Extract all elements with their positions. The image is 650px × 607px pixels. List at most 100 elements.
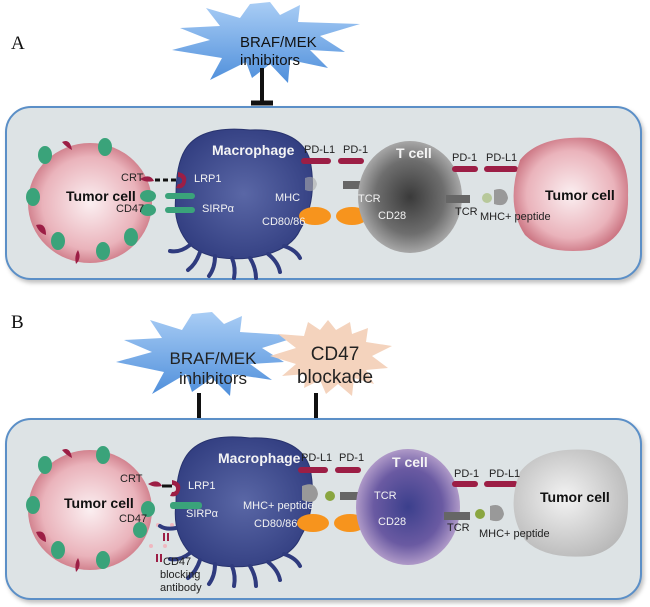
cd47-antibody-label-line2: blocking <box>160 569 201 581</box>
cd47-receptor <box>96 551 110 569</box>
crt-receptor <box>75 250 80 264</box>
crt-receptor <box>62 449 72 458</box>
crt-label-a: CRT <box>121 172 144 184</box>
cd47-receptor <box>38 456 52 474</box>
sirpa-label-a: SIRPα <box>202 203 235 215</box>
crt-label-b: CRT <box>120 473 143 485</box>
cd47-blockade-burst-b <box>270 320 392 396</box>
mhc-right-b <box>490 505 504 522</box>
cd47-antibody <box>156 554 158 562</box>
peptide-a <box>482 193 492 203</box>
panel-a-cells <box>26 128 629 280</box>
cd80-86-left-a <box>299 207 331 225</box>
cd80-86-label-a: CD80/86 <box>262 216 306 228</box>
cd28-label-b: CD28 <box>378 516 407 528</box>
cd47-receptor <box>140 204 156 216</box>
cd47-receptor <box>141 501 155 517</box>
macrophage-b <box>174 436 313 568</box>
tcr-right-label-a: TCR <box>455 206 478 218</box>
drug-label-a-line1: BRAF/MEK <box>240 34 317 51</box>
pd1-left-label-a: PD-1 <box>343 144 369 156</box>
cd28-label-a: CD28 <box>378 210 407 222</box>
cd47-receptor <box>140 190 156 202</box>
pd1-right-label-a: PD-1 <box>452 152 478 164</box>
macrophage-label-a: Macrophage <box>212 142 295 158</box>
macrophage-label-b: Macrophage <box>218 450 301 466</box>
cd47-label-b: CD47 <box>119 513 148 525</box>
tcr-right-label-b: TCR <box>447 522 470 534</box>
pd1-right-label-b: PD-1 <box>454 468 480 480</box>
pdl1-right-label-b: PD-L1 <box>489 468 521 480</box>
pdl1-right-b <box>484 481 518 487</box>
mhc-left-b <box>302 484 318 502</box>
drug-label-b1-line1: BRAF/MEK <box>169 349 257 368</box>
drug-label-b1-line2: inhibitors <box>178 369 248 388</box>
t-cell-label-b: T cell <box>392 454 428 470</box>
tumor-cell-right-label-a: Tumor cell <box>545 187 615 203</box>
tcr-left-label-a: TCR <box>358 193 381 205</box>
peptide-right-b <box>475 509 485 519</box>
cd47-receptor <box>96 242 110 260</box>
pdl1-right-a <box>484 166 518 172</box>
t-cell-a <box>358 141 462 253</box>
drug-label-b2-line2: blockade <box>296 367 374 388</box>
cd47-receptor <box>26 188 40 206</box>
tumor-cell-right-label-b: Tumor cell <box>540 489 610 505</box>
tumor-cell-right-a <box>513 137 629 251</box>
pdl1-left-a <box>301 158 331 164</box>
cd47-antibody <box>163 533 165 541</box>
crt-receptor <box>140 176 154 182</box>
pdl1-left-label-b: PD-L1 <box>301 452 333 464</box>
drug-label-a-line2: inhibitors <box>240 52 301 69</box>
peptide-left-b <box>325 491 335 501</box>
lrp1-label-b: LRP1 <box>188 480 216 492</box>
braf-mek-burst-a <box>172 2 360 83</box>
mhc-left-a <box>305 176 317 192</box>
crt-receptor <box>148 481 162 487</box>
lrp1-label-a: LRP1 <box>194 173 222 185</box>
tumor-cell-left-label-a: Tumor cell <box>66 188 136 204</box>
pdl1-left-b <box>298 467 328 473</box>
tumor-cell-right-b <box>513 449 629 557</box>
mhc-label-a: MHC <box>275 192 301 204</box>
cd47-receptor <box>98 138 112 156</box>
pd1-left-a <box>338 158 364 164</box>
mhc-right-a <box>494 189 508 206</box>
crt-receptor <box>75 558 80 572</box>
pdl1-left-label-a: PD-L1 <box>304 144 336 156</box>
tcr-right-a <box>446 195 470 203</box>
inhibition-arrow-a <box>251 68 273 106</box>
crt-receptor <box>36 224 46 235</box>
braf-mek-burst-b <box>116 312 300 396</box>
cd80-86-left-b <box>297 514 329 532</box>
sirpa-label-b: SIRPα <box>186 508 219 520</box>
tcr-left-a <box>343 181 361 189</box>
t-cell-b <box>356 449 460 565</box>
cd80-86-label-b: CD80/86 <box>254 518 298 530</box>
cd47-antibody-label-line3: antibody <box>160 582 202 594</box>
tcr-left-b <box>340 492 362 500</box>
sirpa-receptor <box>165 207 195 213</box>
crt-receptor <box>62 141 72 150</box>
tumor-cell-left-b <box>28 450 152 570</box>
tumor-cell-left-label-b: Tumor cell <box>64 495 134 511</box>
tcr-right-b <box>444 512 470 520</box>
lrp1-receptor <box>176 172 187 189</box>
cd47-receptor <box>26 496 40 514</box>
cd47-receptor <box>96 446 110 464</box>
drug-label-b2-line1: CD47 <box>310 344 360 365</box>
panel-a-label: A <box>11 33 25 54</box>
cd47-receptor <box>51 232 65 250</box>
macrophage-a <box>174 128 313 260</box>
cd47-receptor <box>51 541 65 559</box>
pd1-right-b <box>452 481 478 487</box>
sirpa-receptor <box>165 193 195 199</box>
sirpa-receptor <box>170 502 202 509</box>
pdl1-right-label-a: PD-L1 <box>486 152 518 164</box>
cd47-receptor <box>133 522 147 538</box>
crt-receptor <box>36 531 46 542</box>
lrp1-receptor <box>170 480 181 497</box>
pd1-left-label-b: PD-1 <box>339 452 365 464</box>
cd47-receptor <box>124 228 138 246</box>
